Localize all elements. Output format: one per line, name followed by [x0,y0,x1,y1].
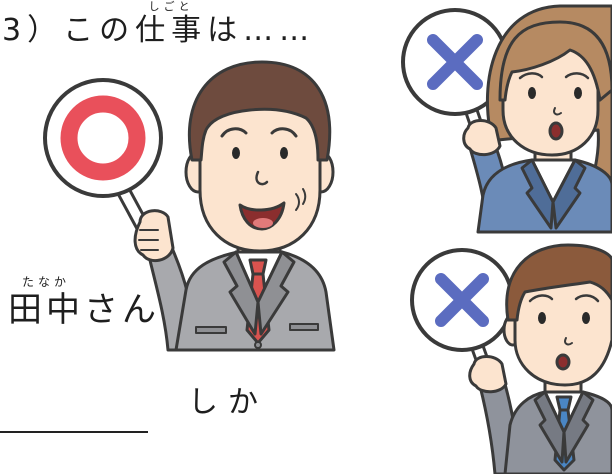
tanaka-tie-knot [248,258,268,276]
particle-shika: しか [188,385,268,420]
name-kanji-furigana: たなか [21,275,71,289]
tanaka-button [254,341,262,349]
name-suffix: さん [84,290,160,330]
man-eyebrows [528,294,600,303]
tanaka-mouth [238,201,286,231]
tanaka-nose [255,170,269,186]
answer-blank-line[interactable] [0,431,148,433]
name-kanji-ruby: 田中たなか [8,276,84,330]
tanaka-figure [43,60,336,352]
title-kanji: 仕事 [135,13,208,48]
woman-hand [462,119,502,157]
woman-fringe [498,20,612,102]
tanaka-wrinkles [295,188,307,211]
woman-figure [401,4,612,234]
man-hair [505,243,612,322]
woman-mouth [548,121,564,141]
woman-eye-right [574,87,582,99]
tanaka-hand [133,209,175,263]
tanaka-eyebrows [220,127,298,138]
man-lapel-right [562,390,595,464]
title-after: は…… [207,13,316,48]
woman-nose [553,107,562,116]
woman-eyebrows [518,72,590,80]
correct-circle-icon [60,95,146,181]
title-kanji-ruby: 仕事しごと [135,1,208,48]
woman-lapel-right [551,158,587,230]
tanaka-eye-right [280,147,288,159]
woman-eye-left [528,87,536,99]
title-kanji-furigana: しごと [148,0,194,13]
man-eye-left [538,312,546,324]
man-figure [410,243,612,474]
tanaka-fingers [138,229,159,251]
woman-cross-icon [427,34,483,90]
man-tie-knot [555,395,573,412]
tanaka-pocket-left [195,326,227,334]
man-mouth [555,353,571,371]
man-nose [564,337,573,346]
man-cross-icon [435,273,489,327]
man-eye-right [582,312,590,324]
title-before: 3）この [2,13,136,48]
man-hand [468,355,508,394]
name-kanji: 田中 [8,290,84,330]
tanaka-eye-left [232,147,240,159]
person-name: 田中たなかさん [8,276,160,330]
tanaka-lapel-right [256,250,296,336]
tanaka-hair [187,60,332,162]
question-title: 3）この仕事しごとは…… [2,1,316,48]
tanaka-tongue [253,218,273,228]
tanaka-pocket-right [289,323,319,331]
